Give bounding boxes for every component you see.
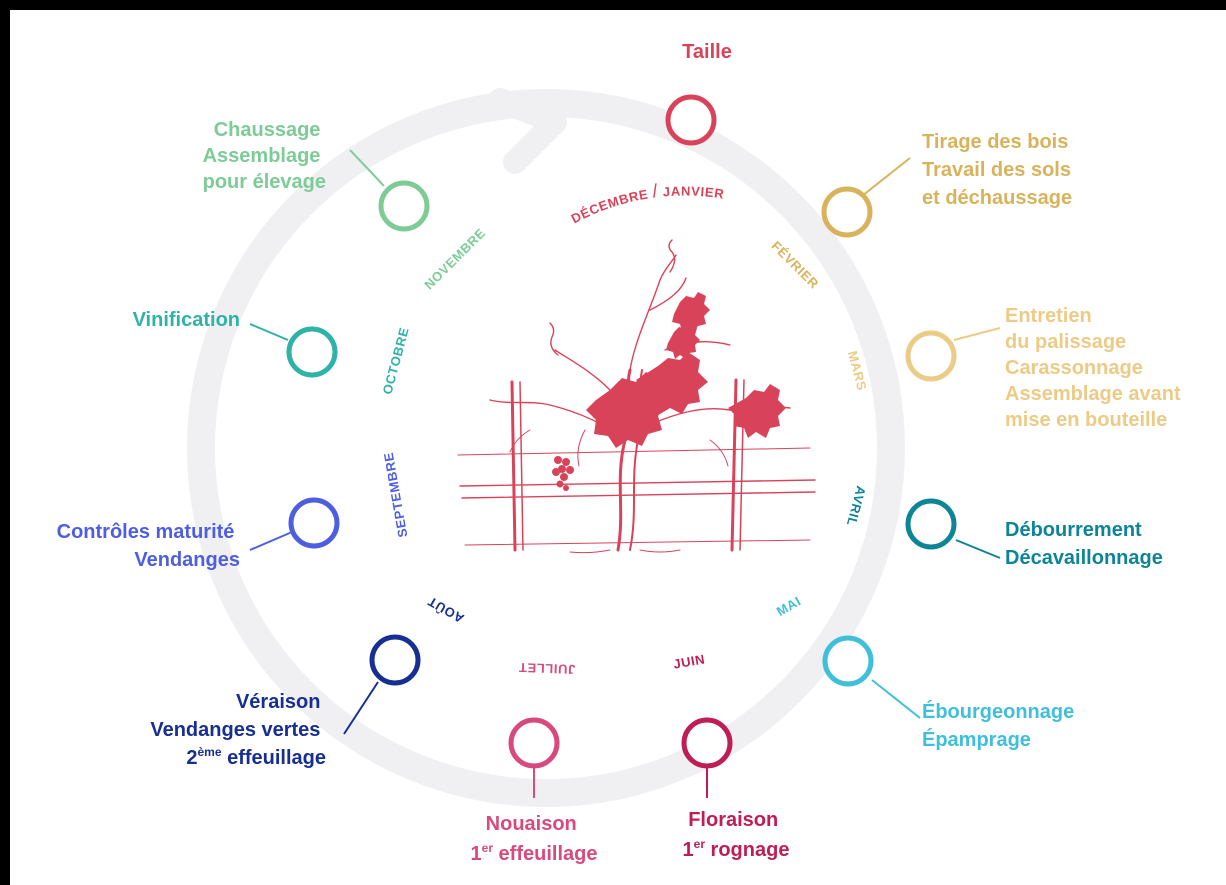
cycle-svg: DÉCEMBRE / JANVIER FÉVRIER MARS AVRIL MA… <box>57 41 1186 865</box>
label-taille: Taille <box>682 41 732 63</box>
label-debourrement: Débourrement Décavaillonnage <box>1005 519 1163 569</box>
month-avril: AVRIL <box>844 484 869 528</box>
label-veraison: Véraison Vendanges vertes 2ème effeuilla… <box>150 691 326 769</box>
connector-ebourgeonnage <box>871 679 921 719</box>
month-juin: JUIN <box>672 651 706 671</box>
connector-tirage <box>861 157 911 197</box>
label-vinification: Vinification <box>133 309 240 331</box>
ring-arrow-icon <box>488 88 567 174</box>
label-ebourgeonnage: Ébourgeonnage Épamprage <box>922 700 1080 751</box>
vine-leaves-icon <box>552 292 786 491</box>
node-debourrement <box>905 498 957 550</box>
label-entretien: Entretien du palissage Carassonnage Asse… <box>1005 305 1186 431</box>
node-taille <box>665 94 717 146</box>
month-octobre: OCTOBRE <box>379 326 411 397</box>
node-vinification <box>286 326 338 378</box>
label-floraison: Floraison 1er rognage <box>683 809 790 861</box>
node-tirage <box>821 186 873 238</box>
label-tirage: Tirage des bois Travail des sols et déch… <box>922 131 1077 209</box>
connector-controles <box>249 531 293 551</box>
month-juillet: JUILLET <box>518 660 575 677</box>
node-ebourgeonnage <box>822 635 874 687</box>
month-septembre: SEPTEMBRE <box>381 451 411 539</box>
node-nouaison <box>508 717 560 769</box>
connector-chaussage <box>349 149 385 187</box>
label-chaussage: Chaussage Assemblage pour élevage <box>203 119 326 193</box>
connector-entretien <box>953 327 1001 341</box>
node-entretien <box>905 330 957 382</box>
month-mai: MAI <box>774 593 804 619</box>
connector-debourrement <box>955 539 1001 559</box>
month-aout: AOÛT <box>425 594 466 627</box>
connector-vinification <box>249 323 289 341</box>
month-novembre: NOVEMBRE <box>421 225 488 292</box>
node-controles <box>288 497 340 549</box>
node-chaussage <box>378 180 430 232</box>
cycle-ring <box>187 89 905 807</box>
vine-cycle-diagram: DÉCEMBRE / JANVIER FÉVRIER MARS AVRIL MA… <box>10 10 1226 885</box>
node-veraison <box>369 634 421 686</box>
connector-veraison <box>343 681 379 735</box>
label-nouaison: Nouaison 1er effeuillage <box>471 813 598 865</box>
node-floraison <box>681 717 733 769</box>
label-controles: Contrôles maturité Vendanges <box>57 521 240 571</box>
month-decembre-janvier: DÉCEMBRE / JANVIER <box>569 181 726 226</box>
